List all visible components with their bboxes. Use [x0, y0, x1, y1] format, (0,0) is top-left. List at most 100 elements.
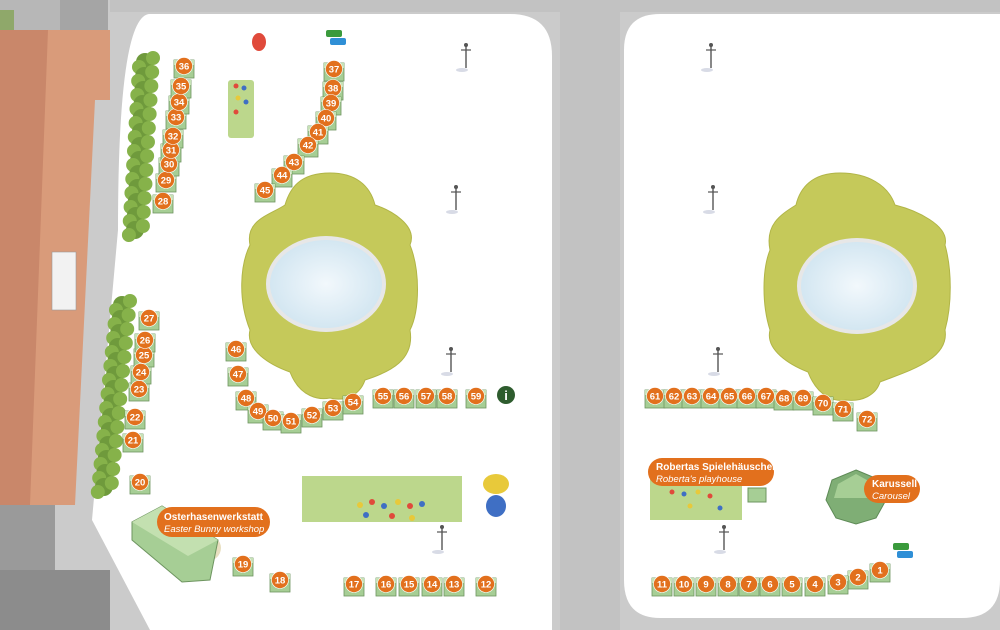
stall-number: 61: [650, 392, 661, 403]
stall-number: 25: [139, 351, 150, 362]
stall-marker[interactable]: 65: [720, 387, 738, 405]
stall-marker-badge: [738, 387, 756, 405]
stall-marker[interactable]: 70: [814, 394, 832, 412]
stall-marker[interactable]: 27: [140, 309, 158, 327]
stall-marker[interactable]: 52: [303, 406, 321, 424]
stall-marker[interactable]: 35: [172, 77, 190, 95]
stall-marker-badge: [871, 561, 889, 579]
stall-marker[interactable]: 32: [164, 127, 182, 145]
stall-marker[interactable]: 36: [175, 57, 193, 75]
stall-marker[interactable]: 47: [229, 365, 247, 383]
stall-marker[interactable]: 8: [719, 575, 737, 593]
stall-marker[interactable]: 23: [130, 380, 148, 398]
stall-marker[interactable]: 48: [237, 389, 255, 407]
information-icon[interactable]: i: [497, 386, 515, 404]
stall-marker[interactable]: 12: [477, 575, 495, 593]
stall-marker[interactable]: 20: [131, 473, 149, 491]
stall-marker[interactable]: 21: [124, 431, 142, 449]
stall-marker[interactable]: 45: [256, 181, 274, 199]
stall-marker[interactable]: 55: [374, 387, 392, 405]
entrance-sign-icon: [893, 543, 913, 558]
stall-marker-layer: 1234567891011121314151617181920212223242…: [124, 57, 889, 593]
stall-marker-badge: [132, 363, 150, 381]
stall-marker[interactable]: 2: [849, 568, 867, 586]
stall-marker[interactable]: 46: [227, 340, 245, 358]
stall-number: 7: [746, 580, 751, 591]
attraction-label-easter-bunny-workshop[interactable]: Osterhasenwerkstatt Easter Bunny worksho…: [157, 507, 270, 537]
stall-marker[interactable]: 49: [249, 402, 267, 420]
stall-marker[interactable]: 13: [445, 575, 463, 593]
stall-number: 68: [779, 394, 790, 405]
stall-marker[interactable]: 19: [234, 555, 252, 573]
stall-marker[interactable]: 62: [665, 387, 683, 405]
tree-icon: [140, 149, 155, 163]
stall-marker[interactable]: 39: [322, 94, 340, 112]
stall-marker[interactable]: 11: [653, 575, 671, 593]
stall-marker[interactable]: 16: [377, 575, 395, 593]
tree-row: [90, 51, 160, 499]
stall-marker-badge: [325, 60, 343, 78]
stall-marker[interactable]: 63: [683, 387, 701, 405]
stall-marker[interactable]: 14: [423, 575, 441, 593]
stall-marker[interactable]: 17: [345, 575, 363, 593]
stall-marker-badge: [858, 410, 876, 428]
stall-marker[interactable]: 33: [167, 108, 185, 126]
stall-marker[interactable]: 37: [325, 60, 343, 78]
stall-marker[interactable]: 59: [467, 387, 485, 405]
stall-marker-badge: [377, 575, 395, 593]
stall-marker[interactable]: 53: [324, 399, 342, 417]
stall-marker[interactable]: 67: [757, 387, 775, 405]
tree-icon: [135, 219, 150, 233]
stall-marker[interactable]: 44: [273, 166, 291, 184]
stall-marker[interactable]: 68: [775, 389, 793, 407]
stall-marker[interactable]: 26: [136, 331, 154, 349]
stall-marker[interactable]: 5: [783, 575, 801, 593]
stall-marker[interactable]: 50: [264, 409, 282, 427]
stall-marker[interactable]: 58: [438, 387, 456, 405]
stall-marker[interactable]: 43: [285, 153, 303, 171]
stall-marker[interactable]: 72: [858, 410, 876, 428]
street-lamp-icon: [703, 185, 718, 214]
stall-marker[interactable]: 10: [675, 575, 693, 593]
stall-marker[interactable]: 56: [395, 387, 413, 405]
attraction-label-playhouse[interactable]: Robertas Spielehäuschen Roberta's playho…: [648, 458, 778, 486]
stall-marker[interactable]: 7: [740, 575, 758, 593]
stall-marker[interactable]: 57: [417, 387, 435, 405]
stall-marker[interactable]: 28: [154, 192, 172, 210]
stall-marker-badge: [131, 473, 149, 491]
stall-marker[interactable]: 24: [132, 363, 150, 381]
stall-marker[interactable]: 25: [135, 346, 153, 364]
stall-marker[interactable]: 38: [324, 79, 342, 97]
stall-marker-badge: [317, 109, 335, 127]
stall-marker[interactable]: 69: [794, 389, 812, 407]
stall-marker-badge: [653, 575, 671, 593]
stall-marker[interactable]: 29: [157, 171, 175, 189]
stall-marker[interactable]: 6: [761, 575, 779, 593]
stall-marker[interactable]: 71: [834, 400, 852, 418]
stall-marker[interactable]: 22: [126, 408, 144, 426]
stall-marker[interactable]: 64: [702, 387, 720, 405]
pond-left: [266, 236, 386, 332]
stall-marker-badge: [417, 387, 435, 405]
stall-marker[interactable]: 66: [738, 387, 756, 405]
stall-number: 59: [471, 392, 482, 403]
stall-marker[interactable]: 34: [170, 93, 188, 111]
stall-marker-badge: [273, 166, 291, 184]
stall-number: 62: [669, 392, 680, 403]
stall-marker[interactable]: 9: [697, 575, 715, 593]
attraction-label-carousel[interactable]: Karussell Carousel: [864, 475, 920, 503]
stall-marker[interactable]: 51: [282, 412, 300, 430]
stall-marker[interactable]: 61: [646, 387, 664, 405]
stall-marker[interactable]: 18: [271, 571, 289, 589]
tree-icon: [140, 135, 155, 149]
stall-marker[interactable]: 15: [400, 575, 418, 593]
stall-marker-badge: [675, 575, 693, 593]
stall-marker[interactable]: 1: [871, 561, 889, 579]
stall-marker[interactable]: 42: [299, 136, 317, 154]
stall-marker[interactable]: 41: [309, 123, 327, 141]
stall-marker[interactable]: 54: [344, 393, 362, 411]
stall-marker[interactable]: 4: [806, 575, 824, 593]
stall-marker[interactable]: 40: [317, 109, 335, 127]
stall-marker[interactable]: 3: [829, 573, 847, 591]
stall-marker-badge: [775, 389, 793, 407]
